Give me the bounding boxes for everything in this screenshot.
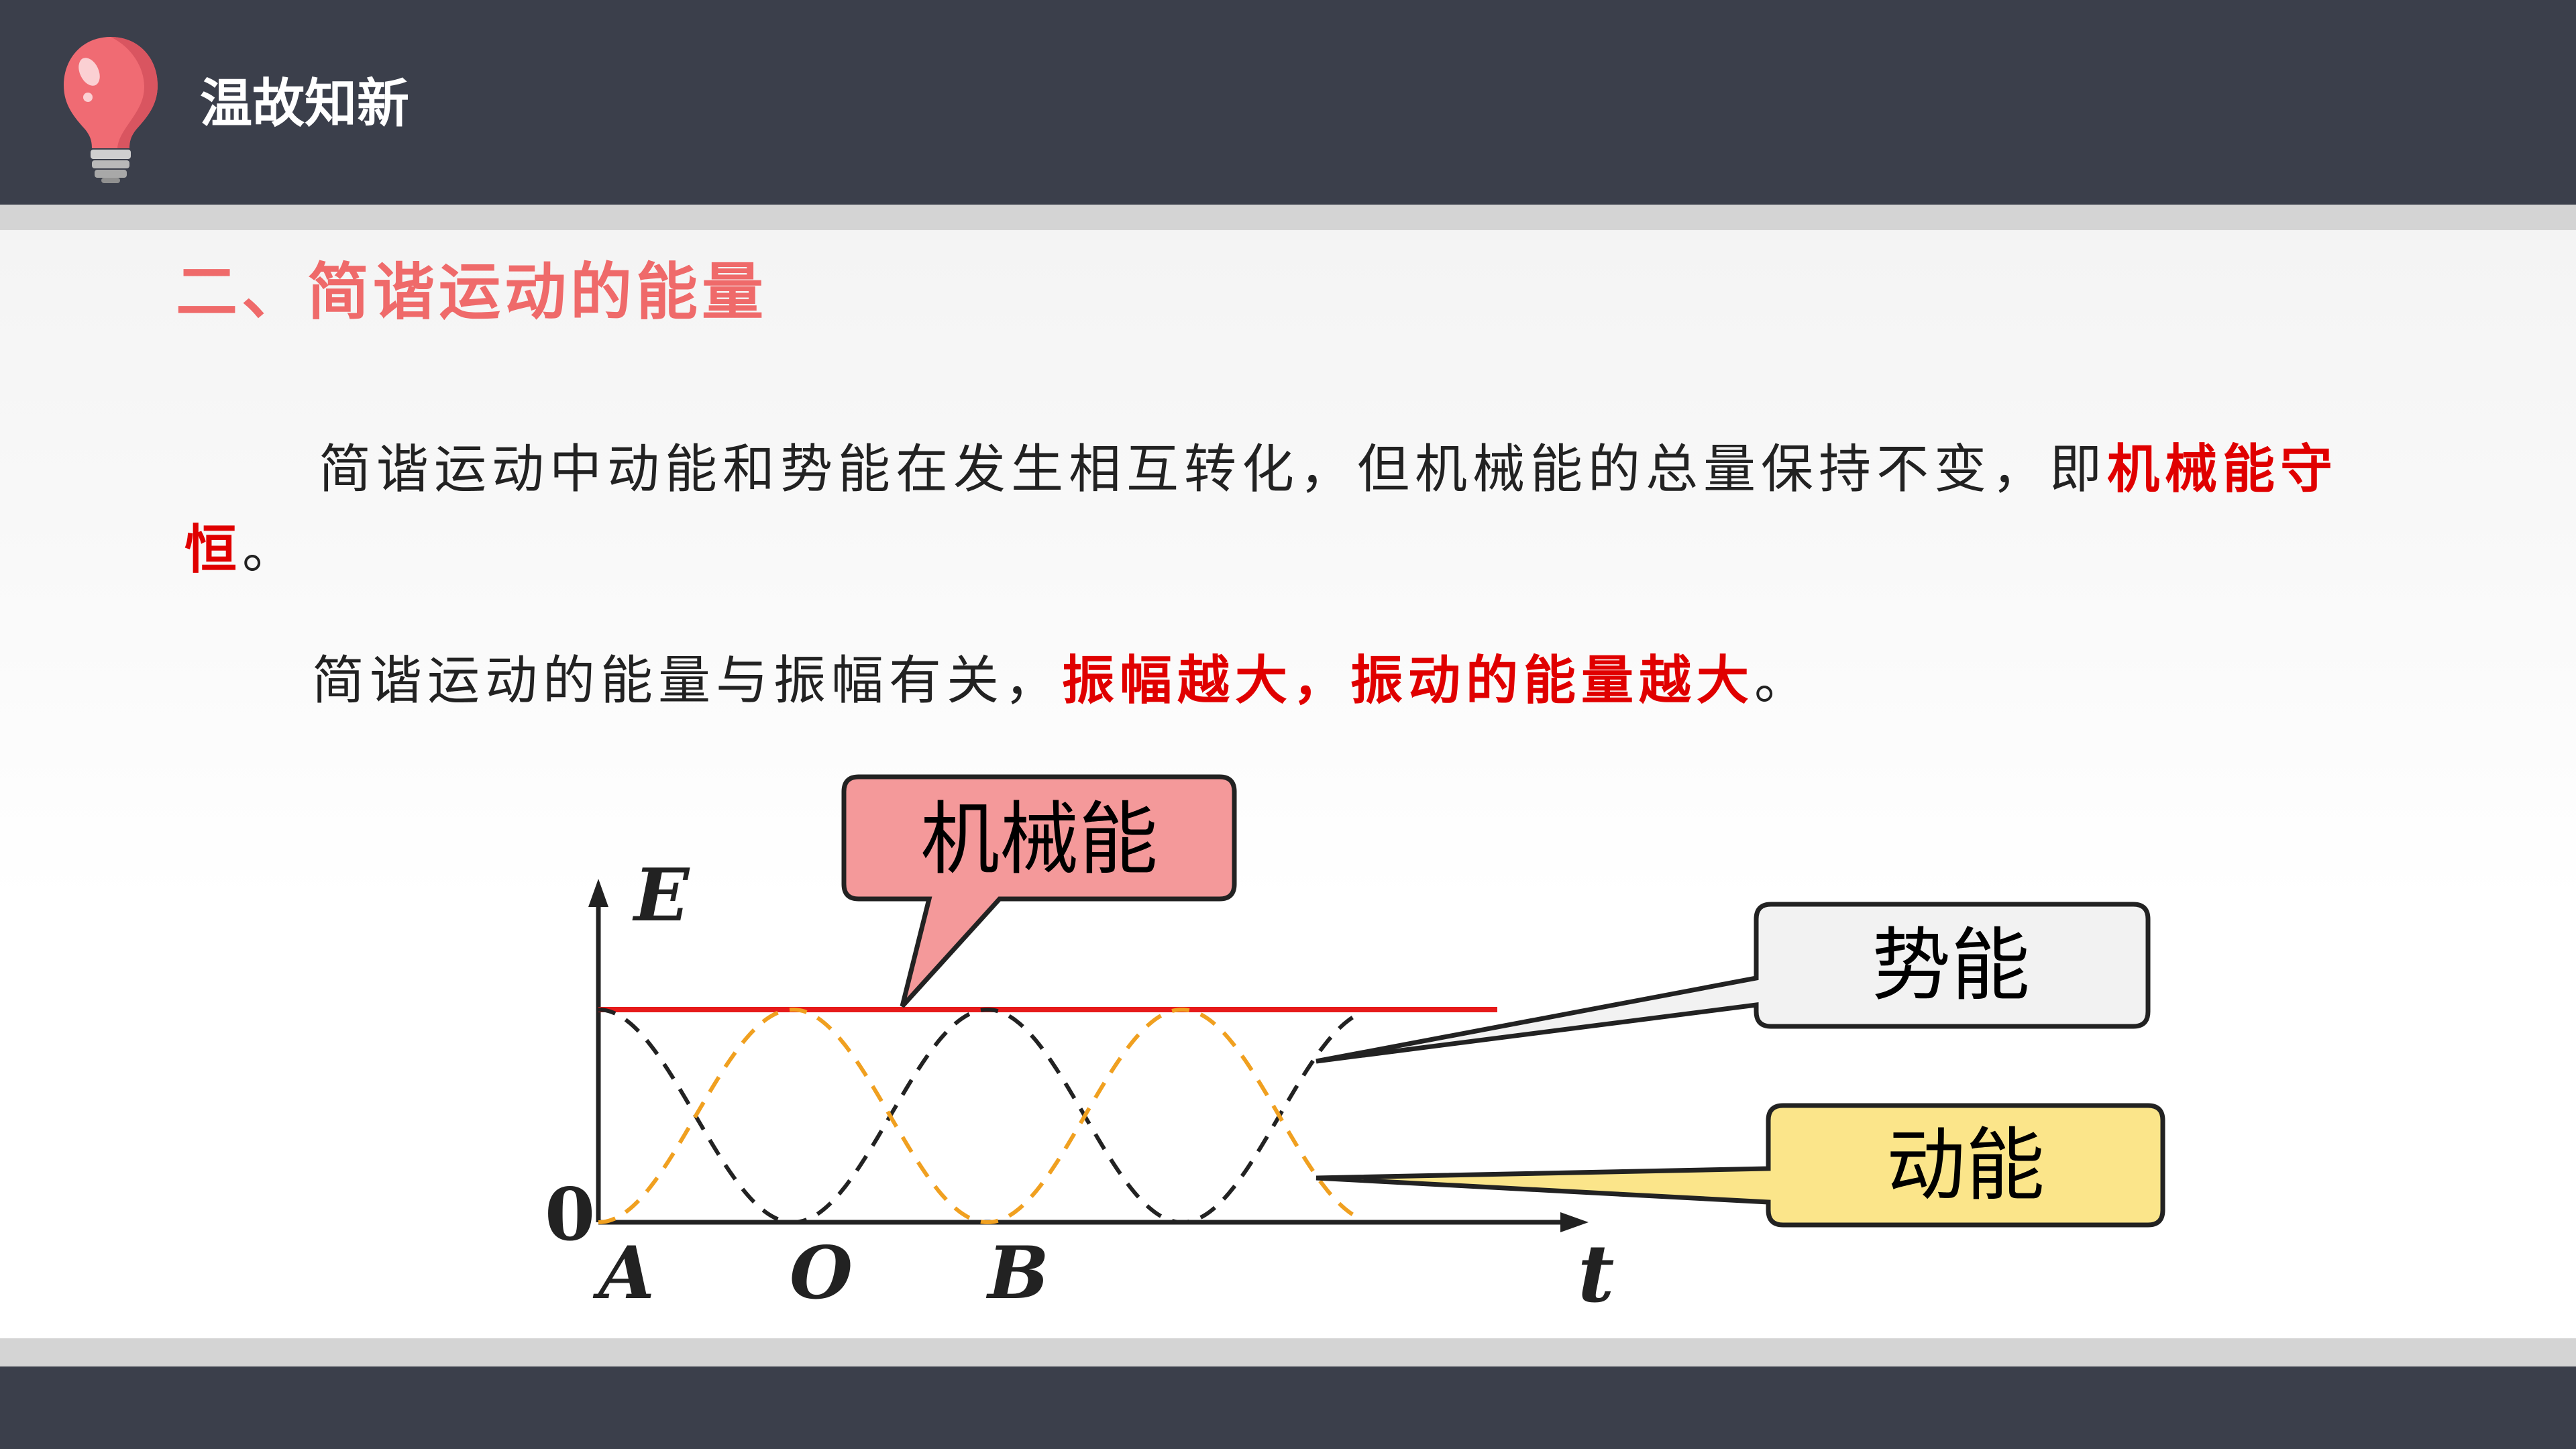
- bottom-bar: [0, 1366, 2576, 1449]
- kinetic-energy-callout: [1316, 1103, 2165, 1228]
- potential-energy-label: 势能: [1872, 919, 2030, 1012]
- y-axis-label: E: [632, 853, 690, 938]
- potential-energy-curve: [598, 1007, 1356, 1224]
- mechanical-energy-label: 机械能: [920, 793, 1158, 885]
- x-axis-arrow: [1560, 1212, 1589, 1232]
- mechanical-energy-callout: [841, 774, 1237, 1008]
- y-axis-arrow: [588, 879, 608, 907]
- paragraph-energy-conservation: 简谐运动中动能和势能在发生相互转化，但机械能的总量保持不变，即机械能守恒。: [184, 429, 2398, 590]
- point-label-a: A: [592, 1231, 655, 1316]
- paragraph1-highlight: 机械能守恒: [184, 439, 2339, 580]
- origin-label: 0: [545, 1173, 595, 1257]
- paragraph1-end: 。: [242, 520, 301, 580]
- lightbulb-icon: [64, 37, 158, 183]
- potential-energy-callout: [1316, 902, 2151, 1064]
- bottom-bar-strip: [0, 1338, 2576, 1366]
- paragraph-energy-amplitude: 简谐运动的能量与振幅有关，振幅越大，振动的能量越大。: [184, 641, 2398, 721]
- top-bar-strip: [0, 205, 2576, 230]
- point-label-o: O: [790, 1231, 853, 1316]
- paragraph1-text: 简谐运动中动能和势能在发生相互转化，但机械能的总量保持不变，即: [319, 439, 2108, 500]
- top-bar: [0, 0, 2576, 205]
- x-axis-label: t: [1578, 1227, 1615, 1320]
- kinetic-energy-label: 动能: [1886, 1119, 2045, 1212]
- paragraph2-end: 。: [1754, 651, 1813, 711]
- kinetic-energy-curve: [598, 1008, 1356, 1225]
- section-title: 二、简谐运动的能量: [176, 256, 768, 328]
- paragraph2-highlight: 振幅越大，振动的能量越大: [1062, 650, 1755, 711]
- paragraph2-text: 简谐运动的能量与振幅有关，: [312, 651, 1063, 711]
- point-label-b: B: [985, 1231, 1049, 1316]
- header-title: 温故知新: [200, 73, 410, 134]
